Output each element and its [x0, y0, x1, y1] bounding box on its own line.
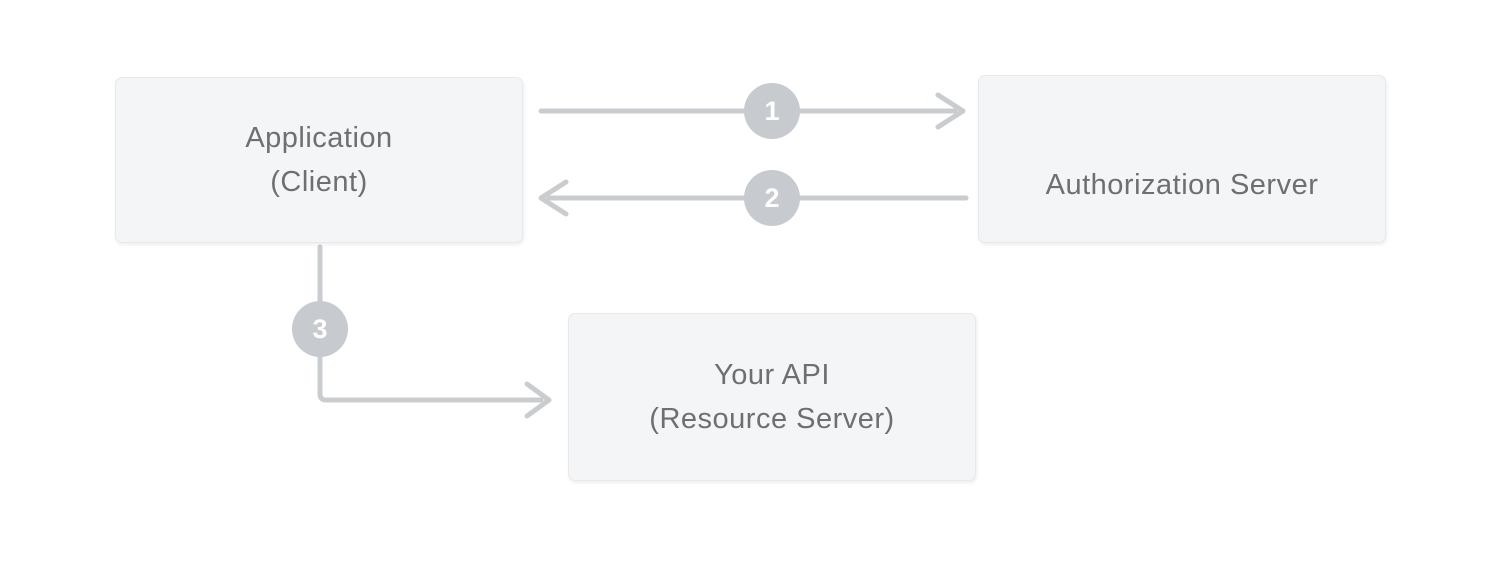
node-your-api-resource-server: Your API (Resource Server): [568, 313, 976, 481]
application-label-line1: Application: [245, 122, 393, 154]
application-label-line2: (Client): [270, 166, 368, 198]
step-badge-1: 1: [744, 83, 800, 139]
api-label-line1: Your API: [714, 359, 830, 391]
arrow-step-3: [317, 244, 552, 419]
step-badge-3: 3: [292, 301, 348, 357]
authorization-server-label: Authorization Server: [1045, 169, 1319, 201]
node-authorization-server: Authorization Server: [978, 75, 1386, 243]
api-label-line2: (Resource Server): [649, 403, 895, 435]
step-badge-2: 2: [744, 170, 800, 226]
node-application-client: Application (Client): [115, 77, 523, 243]
